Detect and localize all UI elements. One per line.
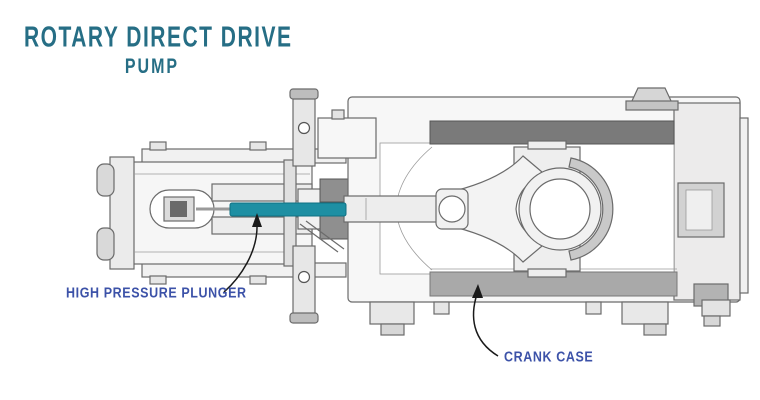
foot-right-pad — [643, 323, 667, 336]
crankcase-arrow — [472, 293, 499, 357]
head-bottom-tab — [149, 275, 167, 285]
end-cap-rim — [739, 117, 749, 294]
stud-hole — [297, 121, 311, 135]
connecting-rod — [445, 155, 543, 263]
plunger-label: HIGH PRESSURE PLUNGER — [66, 285, 247, 302]
diagram-subtitle: PUMP — [124, 56, 180, 79]
crankcase-label: CRANK CASE — [504, 349, 594, 366]
head-port-boss — [96, 227, 115, 261]
plunger-bore-wall-top — [211, 183, 313, 202]
high-pressure-plunger — [229, 202, 347, 217]
mounting-feet — [369, 299, 731, 336]
foot-right — [621, 301, 669, 325]
plunger-bore-wall-bottom — [211, 216, 313, 235]
bearing-retainer-top-step — [527, 140, 567, 150]
diagram-title: ROTARY DIRECT DRIVE — [24, 22, 293, 54]
bearing-retainer-bottom-step — [527, 268, 567, 278]
head-top-tab — [149, 141, 167, 151]
plunger-arrowhead — [252, 213, 262, 227]
crankshaft-bearing-shell — [568, 157, 614, 261]
plunger-arrow — [223, 223, 258, 293]
bottom-peg — [433, 301, 450, 315]
stud-hole — [297, 270, 311, 284]
crankcase-nub — [331, 109, 345, 120]
fittings — [625, 87, 729, 307]
foot-far-right-pad — [703, 315, 721, 327]
crankcase-arrowhead — [472, 284, 483, 298]
head-port-boss — [96, 163, 115, 197]
yoke-brace — [299, 223, 339, 253]
oil-plug-washer — [625, 100, 679, 111]
drive-shaft-face — [685, 189, 713, 231]
head-bottom-tab — [249, 275, 267, 285]
stud-top-cap — [289, 88, 319, 100]
crosshead-rod — [343, 195, 443, 223]
foot-left — [369, 301, 415, 325]
foot-left-pad — [380, 323, 405, 336]
crank-pin-bore — [529, 178, 591, 240]
mounting-flange-studs — [283, 88, 319, 324]
wrist-pin — [438, 195, 466, 223]
crankcase-left-block — [317, 117, 377, 159]
yoke-brace — [305, 220, 345, 250]
bottom-peg — [585, 301, 602, 315]
callout-arrows — [223, 213, 499, 357]
foot-far-right — [701, 299, 731, 317]
title-block: ROTARY DIRECT DRIVE PUMP — [24, 22, 293, 78]
valve-core — [170, 201, 187, 217]
stud-bottom-cap — [289, 312, 319, 324]
head-top-tab — [249, 141, 267, 151]
